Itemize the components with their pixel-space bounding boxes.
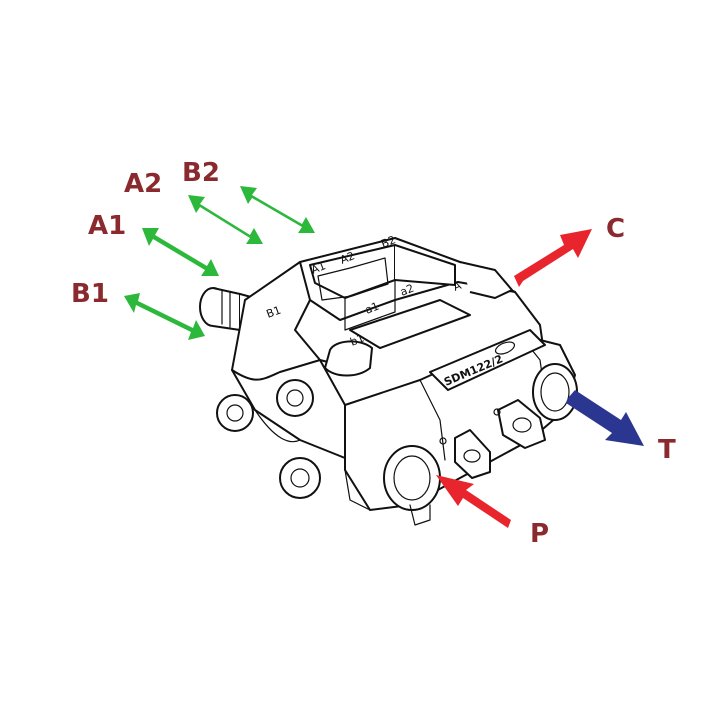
c-flow-arrow — [514, 229, 592, 287]
top-marking-a1-small: a1 — [363, 300, 381, 317]
top-marking-a2: A2 — [338, 249, 356, 266]
port-label-c: C — [606, 214, 625, 244]
bidirectional-arrows — [124, 186, 315, 340]
body-marking-b1: B1 — [265, 304, 283, 321]
port-label-p: P — [530, 519, 549, 549]
top-marking-b1-small: b1 — [348, 331, 366, 348]
port-label-b2: B2 — [182, 158, 220, 188]
side-bosses — [216, 379, 321, 499]
t-flow-arrow — [566, 390, 644, 446]
port-label-a2: A2 — [124, 169, 162, 199]
top-marking-a1: A1 — [309, 259, 327, 276]
top-marking-a2-small: a2 — [398, 282, 416, 299]
port-label-a1: A1 — [88, 211, 126, 241]
valve-body: B1 A1 A2 B2 A a1 a2 b1 SDM122/2 — [199, 233, 578, 526]
top-marking-b2: B2 — [379, 233, 397, 251]
a2-flow-arrow — [188, 195, 263, 244]
b2-flow-arrow — [240, 186, 315, 233]
p-flow-arrow — [436, 475, 514, 528]
b1-flow-arrow — [124, 293, 205, 340]
port-label-t: T — [658, 435, 676, 465]
fittings — [439, 399, 546, 479]
a1-flow-arrow — [142, 228, 219, 276]
port-label-b1: B1 — [71, 279, 109, 309]
